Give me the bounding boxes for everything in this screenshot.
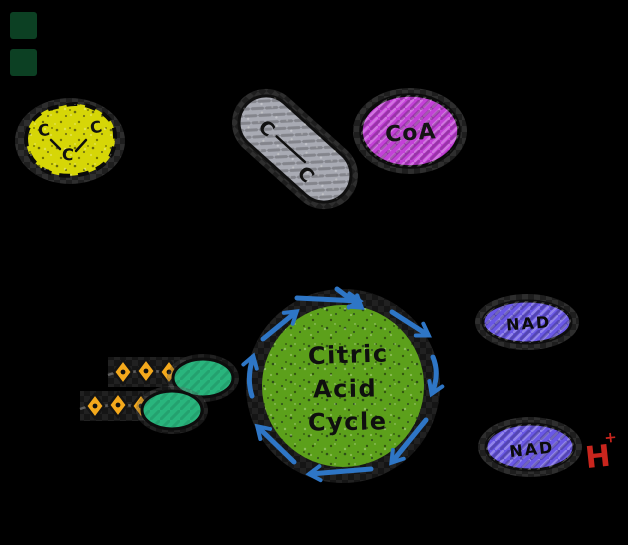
nad-label: NAD: [505, 312, 551, 334]
cycle-arrow-top-left: [260, 309, 300, 342]
bond: [49, 138, 62, 151]
diamond-dot: [143, 368, 149, 374]
cycle-arrow-bottom: [305, 464, 374, 483]
nad-molecule-2: NAD: [478, 417, 582, 477]
diamond-dot: [120, 369, 126, 375]
pyruvate-molecule: C C C: [15, 98, 125, 184]
coa-molecule: CoA: [353, 88, 467, 174]
bond: [79, 405, 87, 411]
acetyl-molecule: C C: [232, 88, 358, 210]
cycle-arrow-left: [241, 352, 259, 399]
texture: [486, 424, 574, 470]
cycle-arrows: [241, 286, 445, 483]
texture: [262, 305, 424, 467]
carbon-atom: C: [37, 120, 51, 140]
cycle-title-line: Acid: [313, 374, 378, 403]
cycle-arrow-right: [427, 354, 445, 398]
proton: H +: [583, 428, 617, 476]
proton-label: H: [583, 439, 612, 476]
bond: [107, 371, 115, 377]
proton-charge: +: [603, 428, 617, 447]
carbon-atom: C: [88, 117, 103, 138]
cycle-title-line: Cycle: [308, 407, 388, 436]
nad-label: NAD: [508, 438, 555, 462]
bond: [74, 138, 88, 153]
texture: [483, 301, 571, 343]
cycle-arrow-bottom-right: [389, 417, 429, 466]
citric-acid-cycle: Citric Acid Cycle: [246, 289, 440, 483]
carrier-ellipse-2: [136, 386, 208, 434]
coa-label: CoA: [384, 119, 437, 148]
green-square-marker-2: [10, 49, 37, 76]
cycle-title-line: Citric: [307, 339, 389, 370]
cycle-arrow-bottom-left: [254, 423, 297, 465]
green-square-marker-1: [10, 12, 37, 39]
texture: [239, 95, 351, 203]
diamond-dot: [92, 403, 98, 409]
carbon-atom: C: [61, 145, 74, 165]
nad-molecule-1: NAD: [475, 294, 579, 350]
texture: [26, 103, 116, 176]
corner-markers: [10, 12, 37, 76]
texture: [173, 359, 233, 397]
cycle-arrow-top-accent: [334, 286, 365, 310]
bond: [275, 135, 307, 164]
texture: [142, 391, 202, 429]
texture: [361, 95, 459, 167]
cycle-arrow-top-right: [389, 309, 432, 338]
diamond-dot: [115, 402, 121, 408]
